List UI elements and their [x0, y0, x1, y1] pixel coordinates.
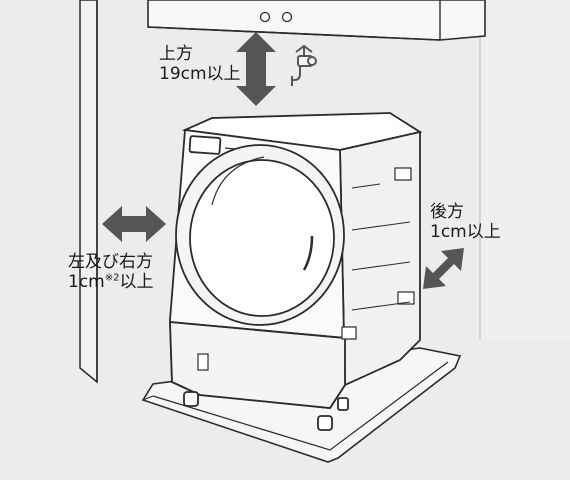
side-clearance-direction: 左及び右方: [68, 252, 153, 272]
upper-cabinet: [147, 0, 486, 41]
diagonal-double-arrow-icon: [423, 248, 464, 289]
horizontal-double-arrow-icon: [102, 206, 166, 242]
faucet-icon: [291, 44, 317, 86]
footnote-marker: ※2: [104, 272, 120, 284]
rear-clearance-label: 後方 1cm以上: [430, 202, 501, 242]
side-clearance-label: 左及び右方 1cm※2以上: [68, 252, 153, 292]
rear-clearance-direction: 後方: [430, 202, 464, 222]
side-clearance-amount: 1cm: [68, 272, 105, 292]
washing-machine: [169, 112, 423, 431]
left-wall: [79, 0, 98, 384]
side-clearance-value: 1cm※2以上: [68, 272, 153, 292]
side-clearance-suffix: 以上: [119, 272, 154, 292]
top-clearance-label: 上方 19cm以上: [159, 44, 241, 84]
top-clearance-direction: 上方: [159, 44, 193, 64]
top-clearance-value: 19cm以上: [159, 64, 241, 84]
vertical-double-arrow-icon: [236, 32, 276, 106]
rear-clearance-value: 1cm以上: [430, 222, 501, 242]
